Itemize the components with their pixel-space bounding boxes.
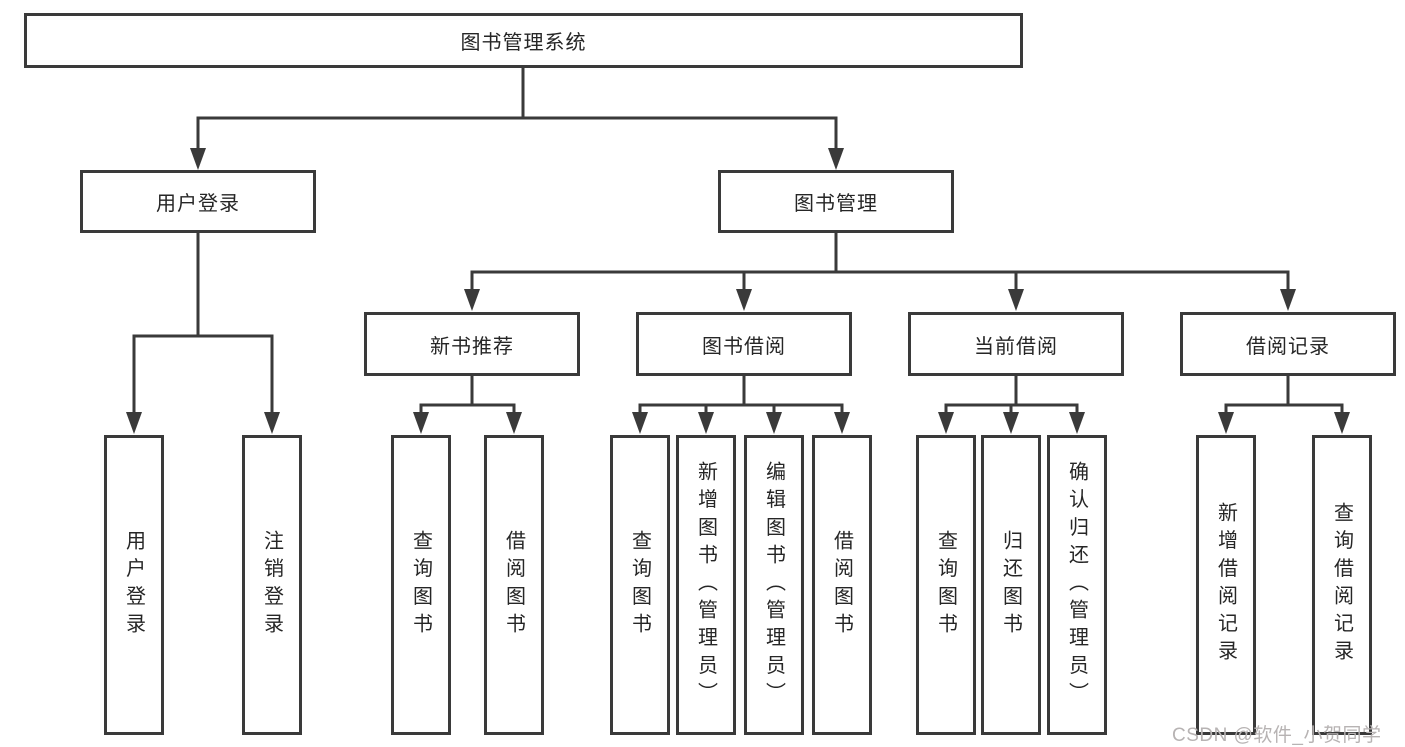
node-user-login: 用户登录 bbox=[80, 170, 316, 233]
leaf-borrow-books-borrowing: 借阅图书 bbox=[812, 435, 872, 735]
node-book-borrowing: 图书借阅 bbox=[636, 312, 852, 376]
node-borrowing-records: 借阅记录 bbox=[1180, 312, 1396, 376]
leaf-edit-book-admin: 编辑图书（管理员） bbox=[744, 435, 804, 735]
csdn-watermark: CSDN @软件_小贺同学 bbox=[1172, 725, 1382, 746]
leaf-confirm-return-admin: 确认归还（管理员） bbox=[1047, 435, 1107, 735]
leaf-add-borrow-record: 新增借阅记录 bbox=[1196, 435, 1256, 735]
node-root: 图书管理系统 bbox=[24, 13, 1023, 68]
leaf-return-books: 归还图书 bbox=[981, 435, 1041, 735]
leaf-query-borrow-record: 查询借阅记录 bbox=[1312, 435, 1372, 735]
leaf-query-books-borrowing: 查询图书 bbox=[610, 435, 670, 735]
node-current-borrowing: 当前借阅 bbox=[908, 312, 1124, 376]
leaf-query-books-current: 查询图书 bbox=[916, 435, 976, 735]
leaf-query-books-recommend: 查询图书 bbox=[391, 435, 451, 735]
node-new-book-recommendation: 新书推荐 bbox=[364, 312, 580, 376]
leaf-borrow-books-recommend: 借阅图书 bbox=[484, 435, 544, 735]
leaf-user-login: 用户登录 bbox=[104, 435, 164, 735]
leaf-logout: 注销登录 bbox=[242, 435, 302, 735]
node-book-management: 图书管理 bbox=[718, 170, 954, 233]
leaf-add-book-admin: 新增图书（管理员） bbox=[676, 435, 736, 735]
